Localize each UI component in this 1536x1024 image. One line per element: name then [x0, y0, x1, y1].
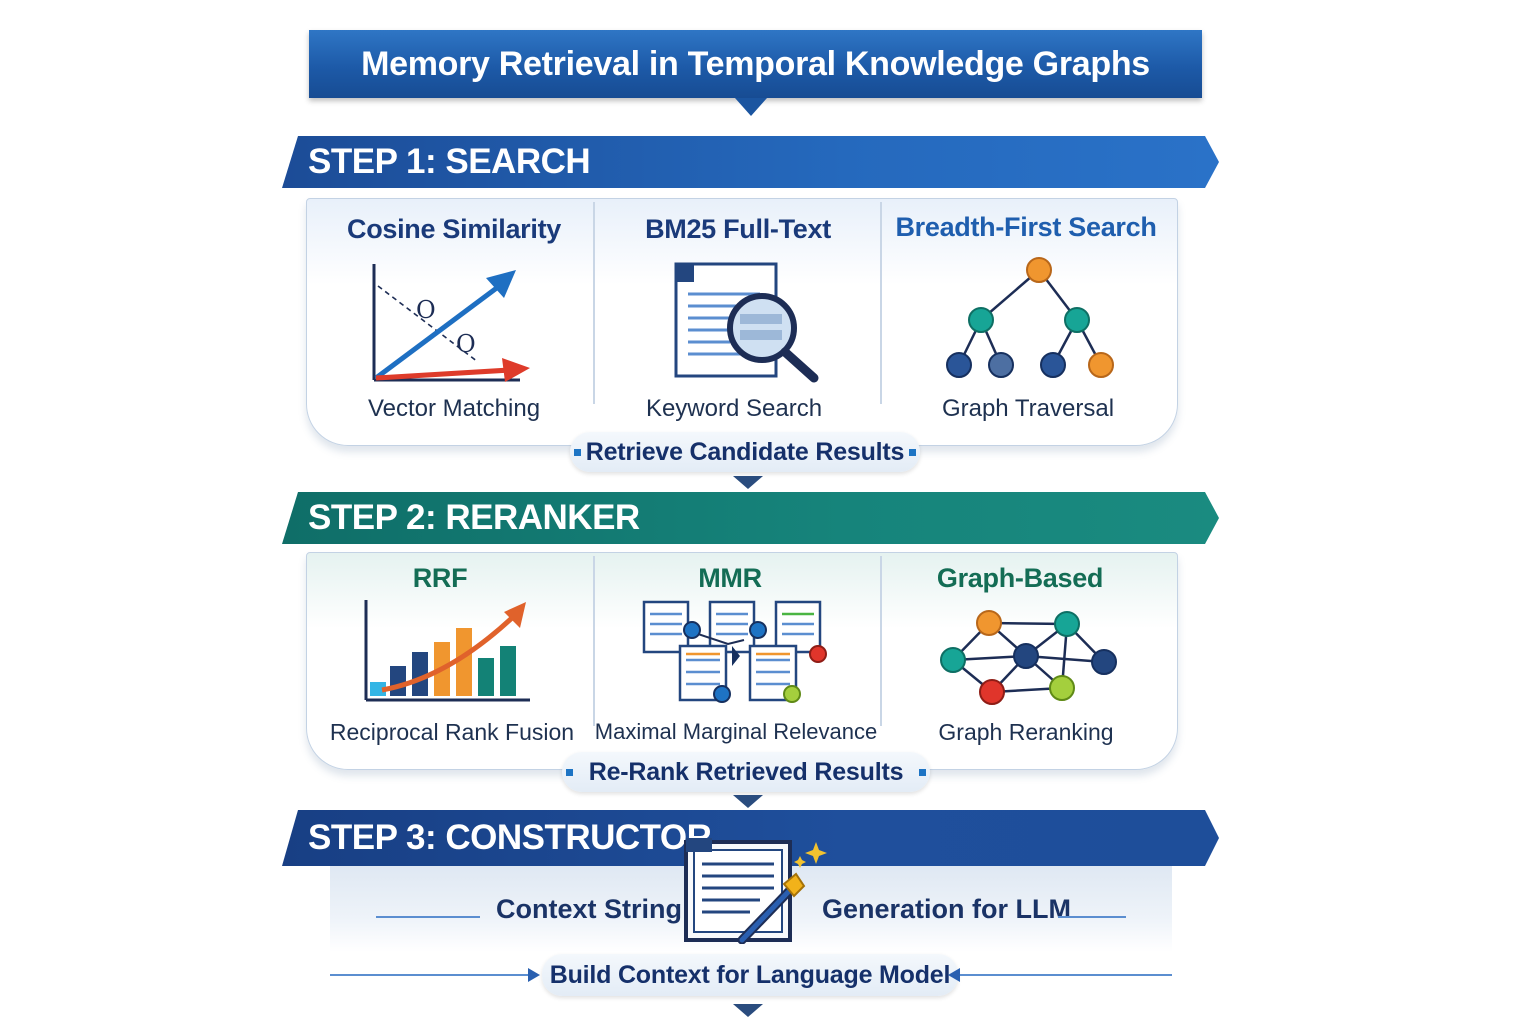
graph-based-title: Graph-Based [936, 563, 1104, 593]
step1-divider-1 [593, 202, 595, 404]
cosine-similarity-title: Cosine Similarity [347, 214, 561, 244]
rrf-caption: Reciprocal Rank Fusion [329, 719, 575, 745]
step2-divider-1 [593, 556, 595, 726]
document-magnifier-icon [674, 262, 819, 383]
title-pointer-arrow [735, 98, 767, 116]
rrf-title: RRF [412, 563, 468, 593]
mmr-title: MMR [698, 563, 762, 593]
rising-bar-chart-icon [364, 600, 530, 702]
svg-text:O: O [456, 330, 476, 358]
step3-right-line [1058, 916, 1126, 918]
step2-result-label: Re-Rank Retrieved Results [588, 757, 904, 786]
step2-banner: STEP 2: RERANKER [282, 492, 1219, 544]
step3-result-label: Build Context for Language Model [549, 960, 951, 989]
step3-result-pill: Build Context for Language Model [542, 954, 958, 996]
step1-banner: STEP 1: SEARCH [282, 136, 1219, 188]
pill-dot [574, 449, 581, 456]
mmr-caption: Maximal Marginal Relevance [594, 719, 878, 744]
network-graph-icon [940, 610, 1117, 705]
build-left-line [330, 974, 530, 976]
keyword-search-caption: Keyword Search [645, 395, 823, 422]
pill-dot [909, 449, 916, 456]
step1-result-pill: Retrieve Candidate Results [570, 432, 920, 472]
step2-result-pill: Re-Rank Retrieved Results [562, 752, 930, 792]
linked-documents-icon [642, 600, 827, 703]
generation-for-llm-label: Generation for LLM [822, 894, 1071, 924]
step1-down-arrow [733, 476, 763, 489]
bm25-title: BM25 Full-Text [645, 214, 831, 244]
build-right-line [960, 974, 1172, 976]
vector-matching-caption: Vector Matching [367, 395, 541, 422]
context-string-label: Context String [496, 894, 682, 924]
graph-traversal-caption: Graph Traversal [941, 395, 1115, 422]
pill-dot [919, 769, 926, 776]
document-pen-sparkle-icon [684, 838, 827, 944]
build-right-pointing-arrow [528, 968, 540, 982]
tree-graph-icon [946, 257, 1114, 378]
cosine-vector-chart-icon: O O [372, 264, 530, 382]
step2-divider-2 [880, 556, 882, 726]
step3-left-line [376, 916, 480, 918]
step3-down-arrow [733, 1004, 763, 1017]
build-left-pointing-arrow [948, 968, 960, 982]
svg-text:O: O [416, 296, 436, 324]
bfs-title: Breadth-First Search [895, 212, 1157, 242]
page-title: Memory Retrieval in Temporal Knowledge G… [309, 30, 1202, 98]
step1-result-label: Retrieve Candidate Results [585, 437, 905, 466]
graph-reranking-caption: Graph Reranking [938, 719, 1114, 745]
pill-dot [566, 769, 573, 776]
step2-down-arrow [733, 795, 763, 808]
step1-divider-2 [880, 202, 882, 404]
